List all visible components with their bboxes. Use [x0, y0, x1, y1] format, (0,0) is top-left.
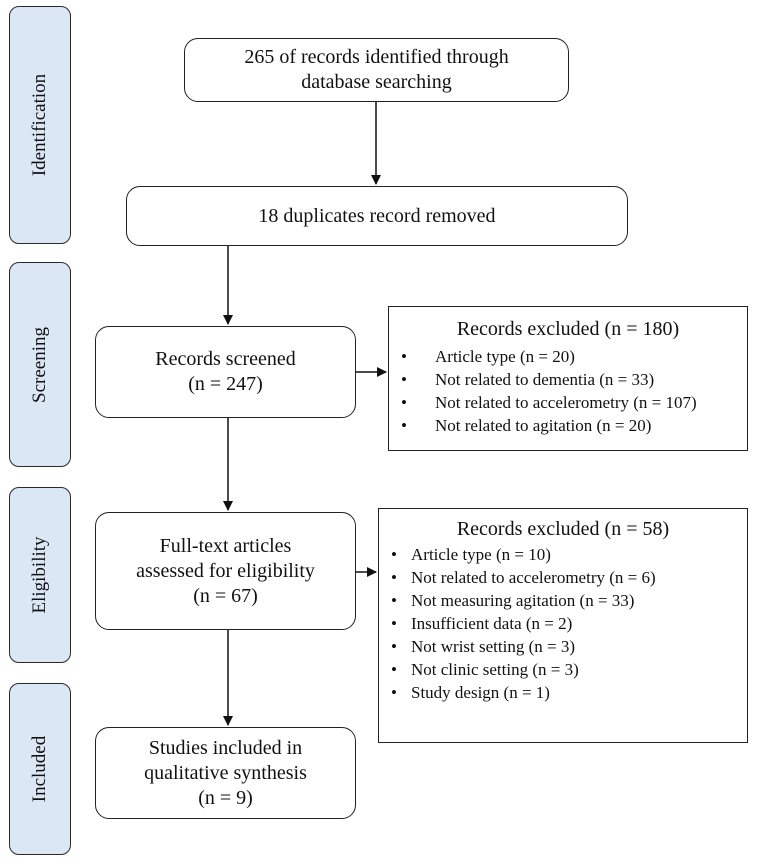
phase-included-label: Included — [29, 735, 50, 803]
duplicates-removed-box: 18 duplicates record removed — [126, 186, 628, 246]
fulltext-assessed-line3: (n = 67) — [193, 584, 258, 607]
studies-included-line3: (n = 9) — [198, 786, 253, 809]
records-identified-line2: database searching — [301, 71, 452, 93]
studies-included-box: Studies included in qualitative synthesi… — [95, 727, 356, 819]
records-identified-box: 265 of records identified through databa… — [184, 38, 569, 102]
screening-exclusions-title: Records excluded (n = 180) — [456, 318, 680, 340]
records-screened-line2: (n = 247) — [188, 373, 263, 395]
fulltext-assessed-box: Full-text articles assessed for eligibil… — [95, 512, 356, 630]
fulltext-assessed-line1: Full-text articles — [159, 534, 292, 557]
phase-screening-label: Screening — [29, 326, 50, 403]
list-item: Not related to agitation (n = 20) — [401, 414, 747, 437]
phase-eligibility-label: Eligibility — [29, 536, 50, 614]
phase-eligibility: Eligibility — [9, 487, 71, 663]
eligibility-exclusions-box: Records excluded (n = 58) Article type (… — [378, 508, 748, 743]
screening-exclusions-list: Article type (n = 20) Not related to dem… — [401, 345, 747, 437]
duplicates-removed-text: 18 duplicates record removed — [258, 204, 496, 227]
screening-exclusions-box: Records excluded (n = 180) Article type … — [388, 306, 748, 451]
list-item: Not wrist setting (n = 3) — [391, 635, 747, 658]
records-identified-line1: 265 of records identified through — [244, 46, 509, 68]
records-screened-box: Records screened (n = 247) — [95, 326, 356, 418]
list-item: Not measuring agitation (n = 33) — [391, 589, 747, 612]
list-item: Not clinic setting (n = 3) — [391, 658, 747, 681]
list-item: Study design (n = 1) — [391, 681, 747, 704]
list-item: Insufficient data (n = 2) — [391, 612, 747, 635]
eligibility-exclusions-list: Article type (n = 10) Not related to acc… — [391, 543, 747, 704]
studies-included-line1: Studies included in — [148, 736, 303, 759]
phase-included: Included — [9, 683, 71, 855]
eligibility-exclusions-title: Records excluded (n = 58) — [456, 518, 670, 540]
phase-identification: Identification — [9, 6, 71, 244]
list-item: Not related to dementia (n = 33) — [401, 368, 747, 391]
fulltext-assessed-line2: assessed for eligibility — [136, 559, 315, 582]
studies-included-line2: qualitative synthesis — [144, 761, 307, 784]
list-item: Not related to accelerometry (n = 107) — [401, 391, 747, 414]
list-item: Article type (n = 20) — [401, 345, 747, 368]
phase-screening: Screening — [9, 262, 71, 467]
list-item: Not related to accelerometry (n = 6) — [391, 566, 747, 589]
records-screened-line1: Records screened — [155, 348, 296, 370]
list-item: Article type (n = 10) — [391, 543, 747, 566]
phase-identification-label: Identification — [29, 73, 50, 177]
